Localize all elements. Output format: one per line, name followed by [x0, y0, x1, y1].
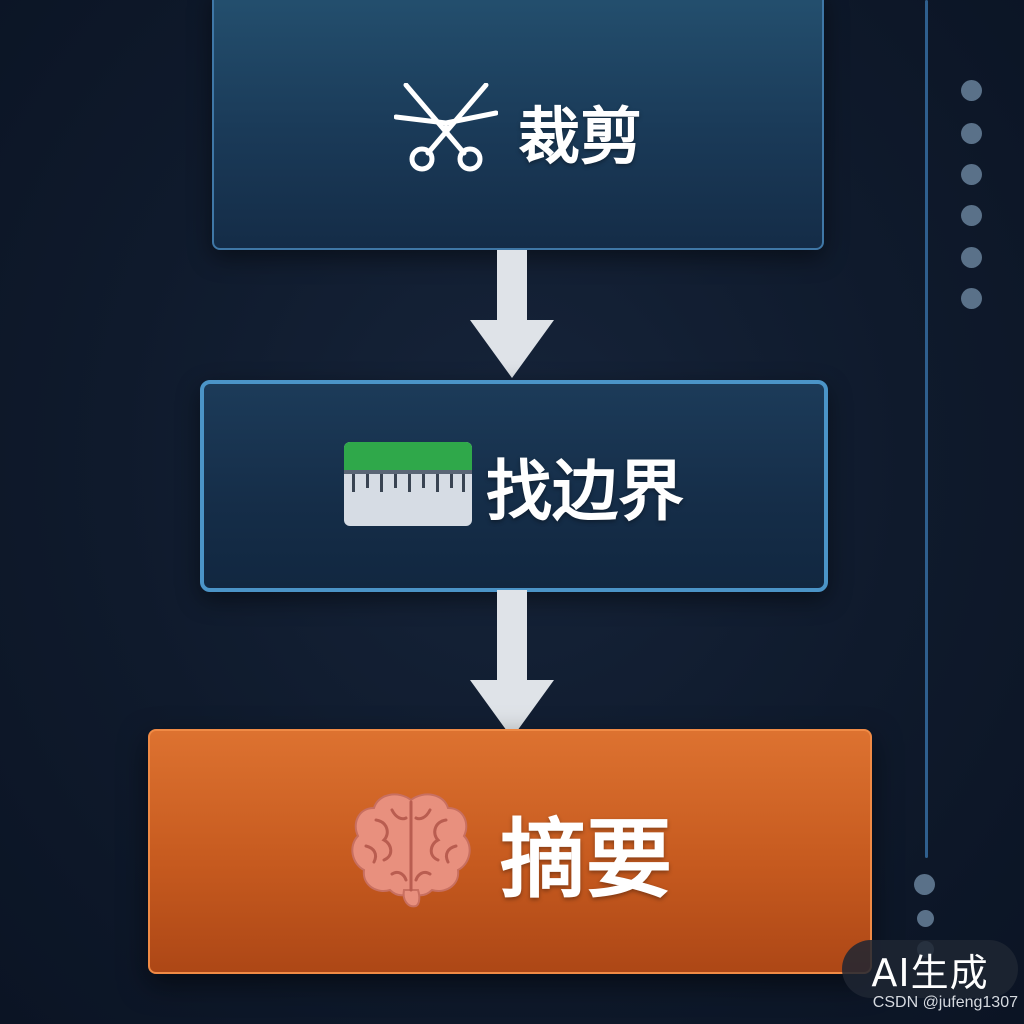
step-crop-box: 裁剪: [212, 0, 824, 250]
step-find-boundary-label: 找边界: [486, 453, 684, 530]
step-summary-box: 摘要: [148, 729, 872, 974]
side-dot: [961, 288, 982, 309]
flow-arrow-down: [470, 250, 554, 378]
brain-icon: [348, 790, 474, 914]
side-dot: [961, 247, 982, 268]
side-dot: [961, 80, 982, 101]
side-dot: [961, 205, 982, 226]
side-dot: [917, 910, 934, 927]
side-dot: [914, 874, 935, 895]
ruler-icon: [344, 442, 472, 530]
side-dot: [961, 123, 982, 144]
flow-arrow-down: [470, 590, 554, 738]
step-crop-label: 裁剪: [517, 100, 642, 173]
ai-generated-label: AI生成: [871, 950, 989, 995]
source-credit: CSDN @jufeng1307: [872, 994, 1018, 1011]
side-connector-line: [925, 0, 928, 858]
step-find-boundary-box: 找边界: [200, 380, 828, 592]
step-summary-label: 摘要: [500, 810, 672, 910]
scissors-icon: [393, 82, 499, 179]
side-dot: [961, 164, 982, 185]
ai-generated-badge: AI生成: [842, 940, 1018, 998]
